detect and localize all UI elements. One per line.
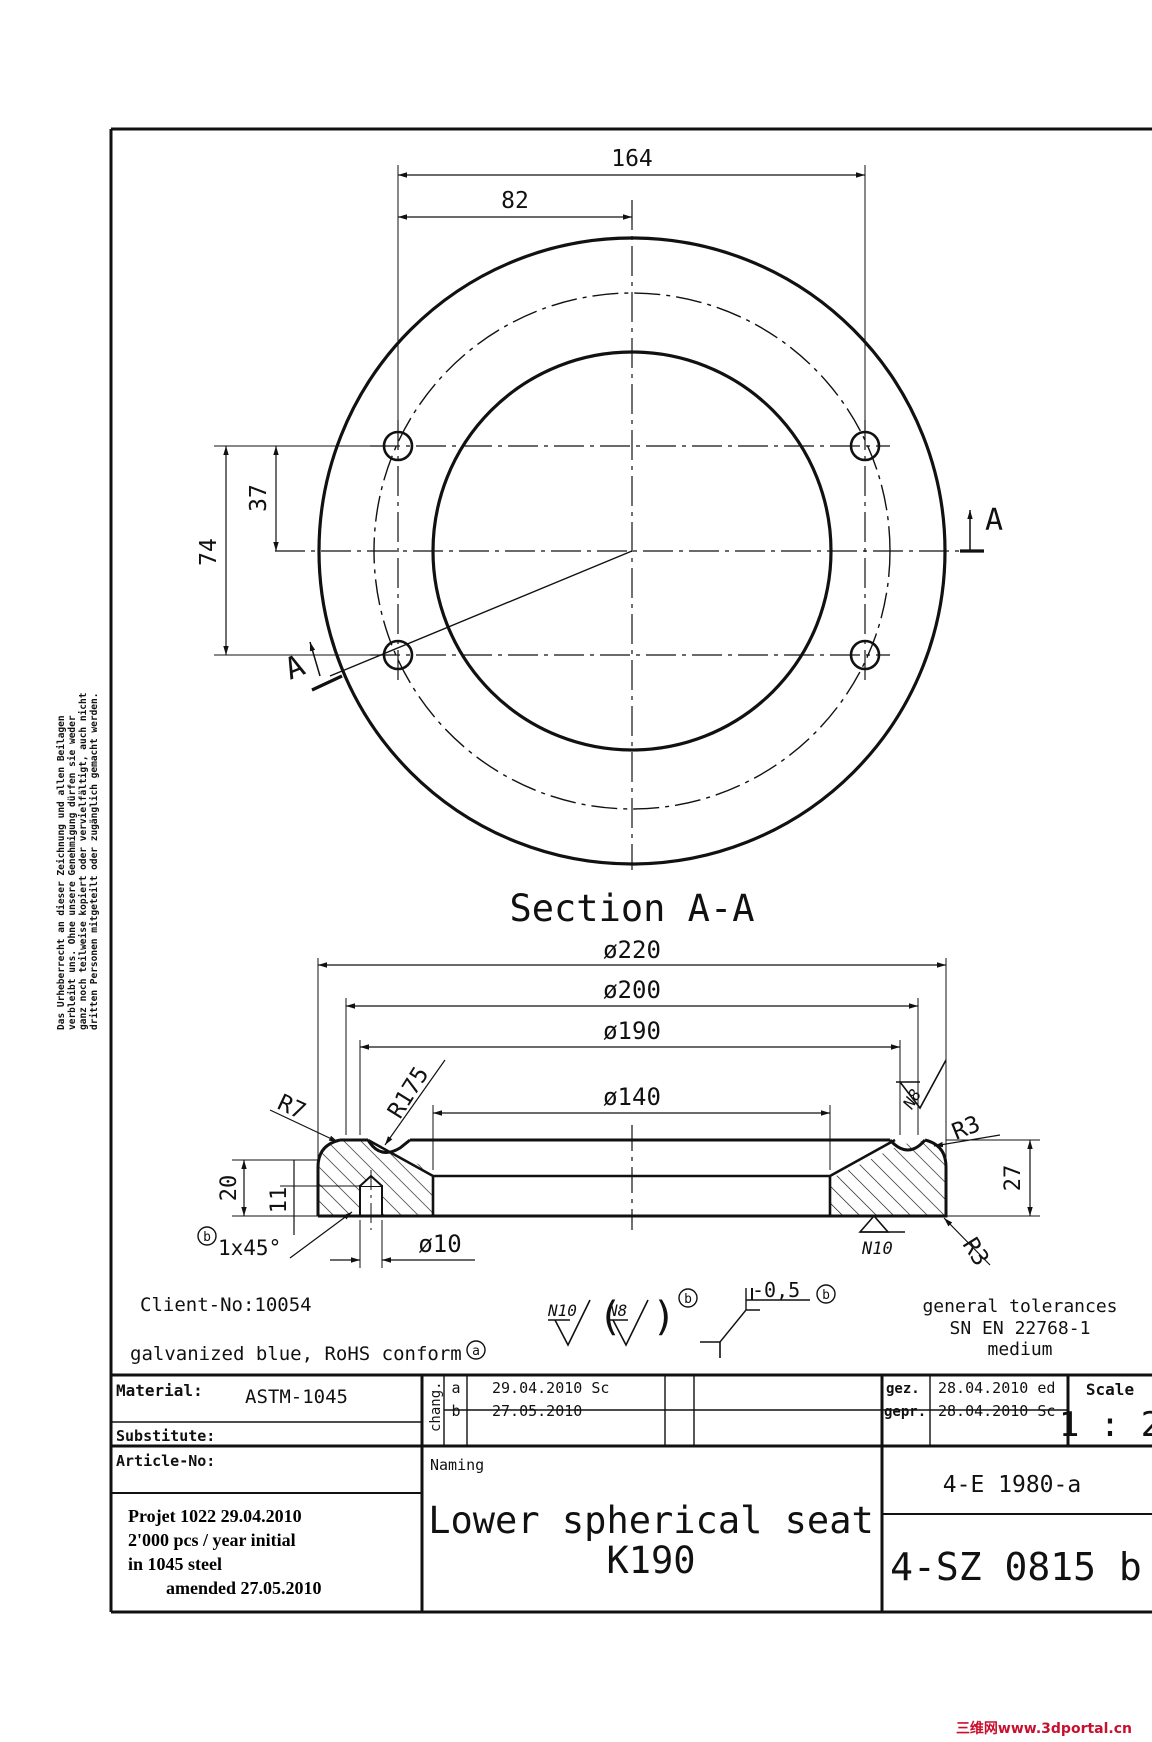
dim-74: 74	[196, 538, 222, 566]
dim-d140: ø140	[603, 1083, 661, 1111]
section-view	[232, 958, 1040, 1268]
label-r175: R175	[383, 1062, 434, 1123]
svg-text:): )	[652, 1294, 676, 1340]
chang-label: chang.	[428, 1381, 444, 1432]
part-name-line1: Lower spherical seat	[428, 1499, 874, 1542]
rev-a-letter: a	[451, 1379, 460, 1397]
sheet-frame	[109, 127, 1152, 1614]
finish-note: galvanized blue, RoHS conform	[130, 1343, 462, 1365]
section-outline	[316, 1138, 948, 1218]
flatness-mark: b	[822, 1288, 830, 1303]
dim-d220: ø220	[603, 936, 661, 964]
svg-text:Das Urheberrecht an dieser Zei: Das Urheberrecht an dieser Zeichnung und…	[56, 715, 67, 1030]
rev-b-date: 27.05.2010	[492, 1402, 582, 1420]
gepr-date: 28.04.2010 Sc	[938, 1402, 1055, 1420]
surface-general: N10	[547, 1301, 577, 1320]
article-label: Article-No:	[116, 1452, 215, 1470]
leader-r7	[269, 1109, 339, 1143]
tolerance-line1: general tolerances	[922, 1296, 1117, 1317]
surface-symbol-n8	[899, 1059, 947, 1110]
title-block-text: Material: ASTM-1045 Substitute: Article-…	[116, 1379, 1152, 1598]
title-block	[111, 1373, 1152, 1612]
drawing-number: 4-SZ 0815 b	[890, 1545, 1142, 1589]
dim-11: 11	[267, 1187, 292, 1214]
dim-82: 82	[501, 188, 529, 214]
gez-date: 28.04.2010 ed	[938, 1379, 1055, 1397]
label-r3-bottom: R3	[957, 1233, 994, 1270]
dim-37: 37	[246, 484, 272, 512]
watermark: 三维网www.3dportal.cn	[955, 1721, 1132, 1737]
leader-chamfer	[289, 1211, 353, 1259]
leader-r3-bottom	[943, 1217, 991, 1266]
section-arrow	[309, 641, 321, 677]
copyright-vertical-text: Das Urheberrecht an dieser Zeichnung und…	[56, 693, 100, 1030]
label-n8: N8	[899, 1086, 926, 1113]
note-line2: 2'000 pcs / year initial	[128, 1530, 296, 1550]
note-line1: Projet 1022 29.04.2010	[128, 1506, 302, 1526]
surface-mark: b	[684, 1292, 692, 1307]
finish-mark: a	[472, 1344, 480, 1359]
plan-labels: 164 82 74 37 A A	[196, 146, 1003, 687]
dim-d10: ø10	[418, 1230, 461, 1258]
svg-text:ganz noch teilweise kopiert od: ganz noch teilweise kopiert oder verviel…	[78, 693, 89, 1030]
substitute-label: Substitute:	[116, 1427, 215, 1445]
dim-27: 27	[1001, 1165, 1026, 1192]
note-line3: in 1045 steel	[128, 1554, 222, 1574]
plan-view	[214, 165, 984, 870]
dim-20: 20	[217, 1175, 242, 1202]
dim-d200: ø200	[603, 976, 661, 1004]
section-mark-right: A	[985, 503, 1003, 538]
section-labels: ø220 ø200 ø190 ø140 ø10 R7 R175 R3 R3 N8…	[197, 936, 1026, 1271]
dim-d190: ø190	[603, 1017, 661, 1045]
surface-bracket: N8	[607, 1301, 627, 1320]
scale-label: Scale	[1086, 1380, 1134, 1399]
scale-value: 1 : 2	[1059, 1405, 1152, 1445]
leader-r3-top	[933, 1134, 1001, 1148]
tolerance-line3: medium	[987, 1339, 1052, 1360]
label-b: b	[203, 1230, 211, 1245]
svg-text:dritten Personen mitgeteilt od: dritten Personen mitgeteilt oder zugängl…	[89, 693, 100, 1030]
material-label: Material:	[116, 1381, 203, 1400]
flatness-value: -0,5	[752, 1278, 800, 1302]
section-right-hatch	[830, 1140, 946, 1216]
label-r7: R7	[273, 1090, 309, 1125]
dim-164: 164	[611, 146, 653, 172]
note-line4: amended 27.05.2010	[166, 1578, 322, 1598]
notes: Client-No:10054 galvanized blue, RoHS co…	[130, 1278, 1118, 1365]
part-name-line2: K190	[606, 1539, 695, 1582]
naming-label: Naming	[430, 1456, 484, 1474]
label-chamfer: 1x45°	[218, 1236, 281, 1260]
leader-r175	[384, 1059, 446, 1146]
gez-label: gez.	[886, 1381, 920, 1397]
svg-text:verbleibt uns. Ohne unsere Gen: verbleibt uns. Ohne unsere Genehmigung d…	[67, 715, 78, 1030]
material-value: ASTM-1045	[245, 1386, 348, 1408]
rev-a-date: 29.04.2010 Sc	[492, 1379, 609, 1397]
svg-text:(: (	[598, 1294, 622, 1340]
circle-b-marker	[197, 1226, 217, 1246]
rev-b-letter: b	[451, 1402, 460, 1420]
label-n10: N10	[861, 1239, 893, 1259]
client-number: Client-No:10054	[140, 1294, 312, 1316]
tolerance-line2: SN EN 22768-1	[950, 1318, 1091, 1339]
section-mark-left: A	[280, 648, 310, 687]
reference-number: 4-E 1980-a	[943, 1472, 1081, 1498]
gepr-label: gepr.	[884, 1404, 926, 1420]
surface-symbol-n10	[858, 1214, 890, 1233]
section-title: Section A-A	[509, 887, 754, 930]
